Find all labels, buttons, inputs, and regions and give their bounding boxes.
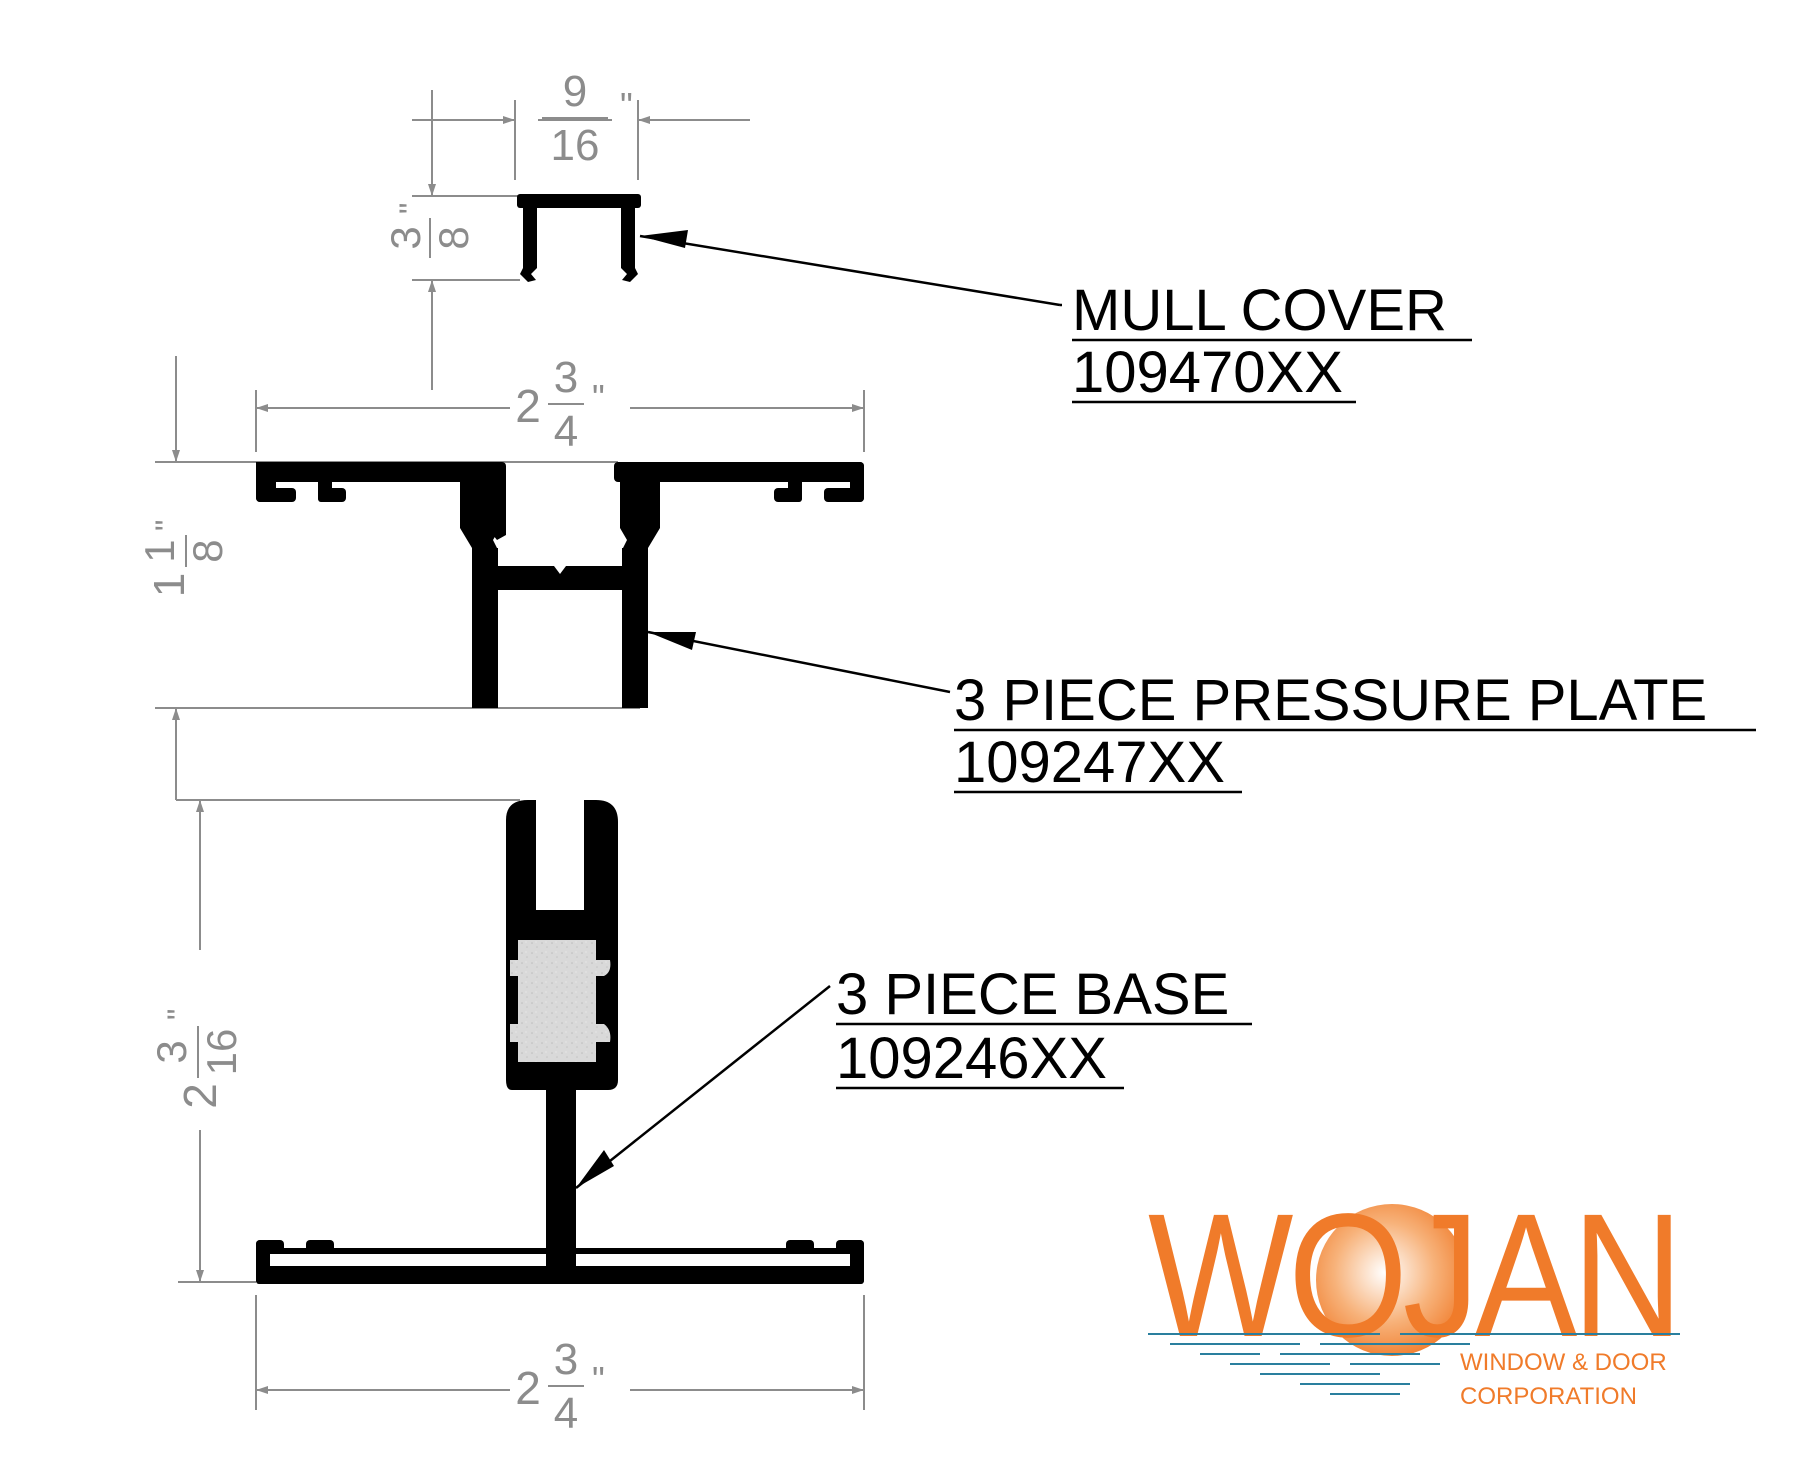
dim-cover-width: 9 16 " <box>542 67 633 170</box>
dim-base-height-denominator: 16 <box>198 1029 245 1076</box>
screw-threads <box>536 806 584 910</box>
label-base: 3 PIECE BASE 109246XX <box>836 962 1252 1091</box>
dim-plate-height-unit: " <box>149 520 185 531</box>
dim-cover-width-unit: " <box>620 85 633 126</box>
dim-plate-height: 1 1 8 " <box>136 520 231 598</box>
dim-plate-width: 2 3 4 " <box>515 353 605 456</box>
logo-wordmark: WOJAN <box>1148 1178 1678 1374</box>
leader-lines <box>575 230 1062 1189</box>
dim-plate-height-whole: 1 <box>145 573 194 597</box>
dim-cover-height-numerator: 3 <box>382 226 429 249</box>
base-profile <box>256 800 864 1284</box>
dim-plate-width-unit: " <box>592 377 605 418</box>
sun-icon <box>1316 1204 1468 1356</box>
dimension-lines <box>155 90 865 1410</box>
dim-base-height-numerator: 3 <box>148 1040 195 1063</box>
label-mull-cover: MULL COVER 109470XX <box>1072 278 1472 405</box>
dim-cover-height-unit: " <box>393 203 429 214</box>
dim-base-width-numerator: 3 <box>554 1335 578 1384</box>
logo-tagline-line1: WINDOW & DOOR <box>1460 1349 1667 1376</box>
dim-cover-height: 3 8 " <box>382 203 477 258</box>
wojan-logo: WOJAN WINDOW & DOOR CORPORATION <box>1148 1178 1684 1410</box>
dim-base-height-unit: " <box>161 1009 197 1020</box>
mull-cover-profile <box>517 194 641 282</box>
dim-plate-width-numerator: 3 <box>554 353 578 402</box>
label-pressure-plate: 3 PIECE PRESSURE PLATE 109247XX <box>954 668 1756 795</box>
dim-cover-width-denominator: 16 <box>551 121 600 170</box>
dim-cover-width-numerator: 9 <box>563 67 587 116</box>
water-icon <box>1148 1333 1680 1395</box>
label-pressure-plate-name: 3 PIECE PRESSURE PLATE <box>954 668 1707 733</box>
dim-base-width: 2 3 4 " <box>515 1335 605 1438</box>
dim-cover-height-denominator: 8 <box>430 226 477 249</box>
label-base-name: 3 PIECE BASE <box>836 962 1229 1027</box>
dim-base-width-whole: 2 <box>515 1362 541 1414</box>
dim-base-width-denominator: 4 <box>554 1389 578 1438</box>
logo-tagline-line2: CORPORATION <box>1460 1383 1637 1410</box>
dim-plate-height-numerator: 1 <box>136 539 183 562</box>
dim-base-height: 2 3 16 " <box>148 1009 245 1109</box>
dim-plate-width-denominator: 4 <box>554 407 578 456</box>
label-mull-cover-part: 109470XX <box>1072 340 1343 405</box>
pressure-plate-profile <box>256 462 864 708</box>
dim-base-width-unit: " <box>592 1359 605 1400</box>
dim-plate-width-whole: 2 <box>515 380 541 432</box>
dim-base-height-whole: 2 <box>174 1083 226 1109</box>
label-base-part: 109246XX <box>836 1026 1107 1091</box>
label-mull-cover-name: MULL COVER <box>1072 278 1447 343</box>
label-pressure-plate-part: 109247XX <box>954 730 1225 795</box>
dim-plate-height-denominator: 8 <box>184 539 231 562</box>
